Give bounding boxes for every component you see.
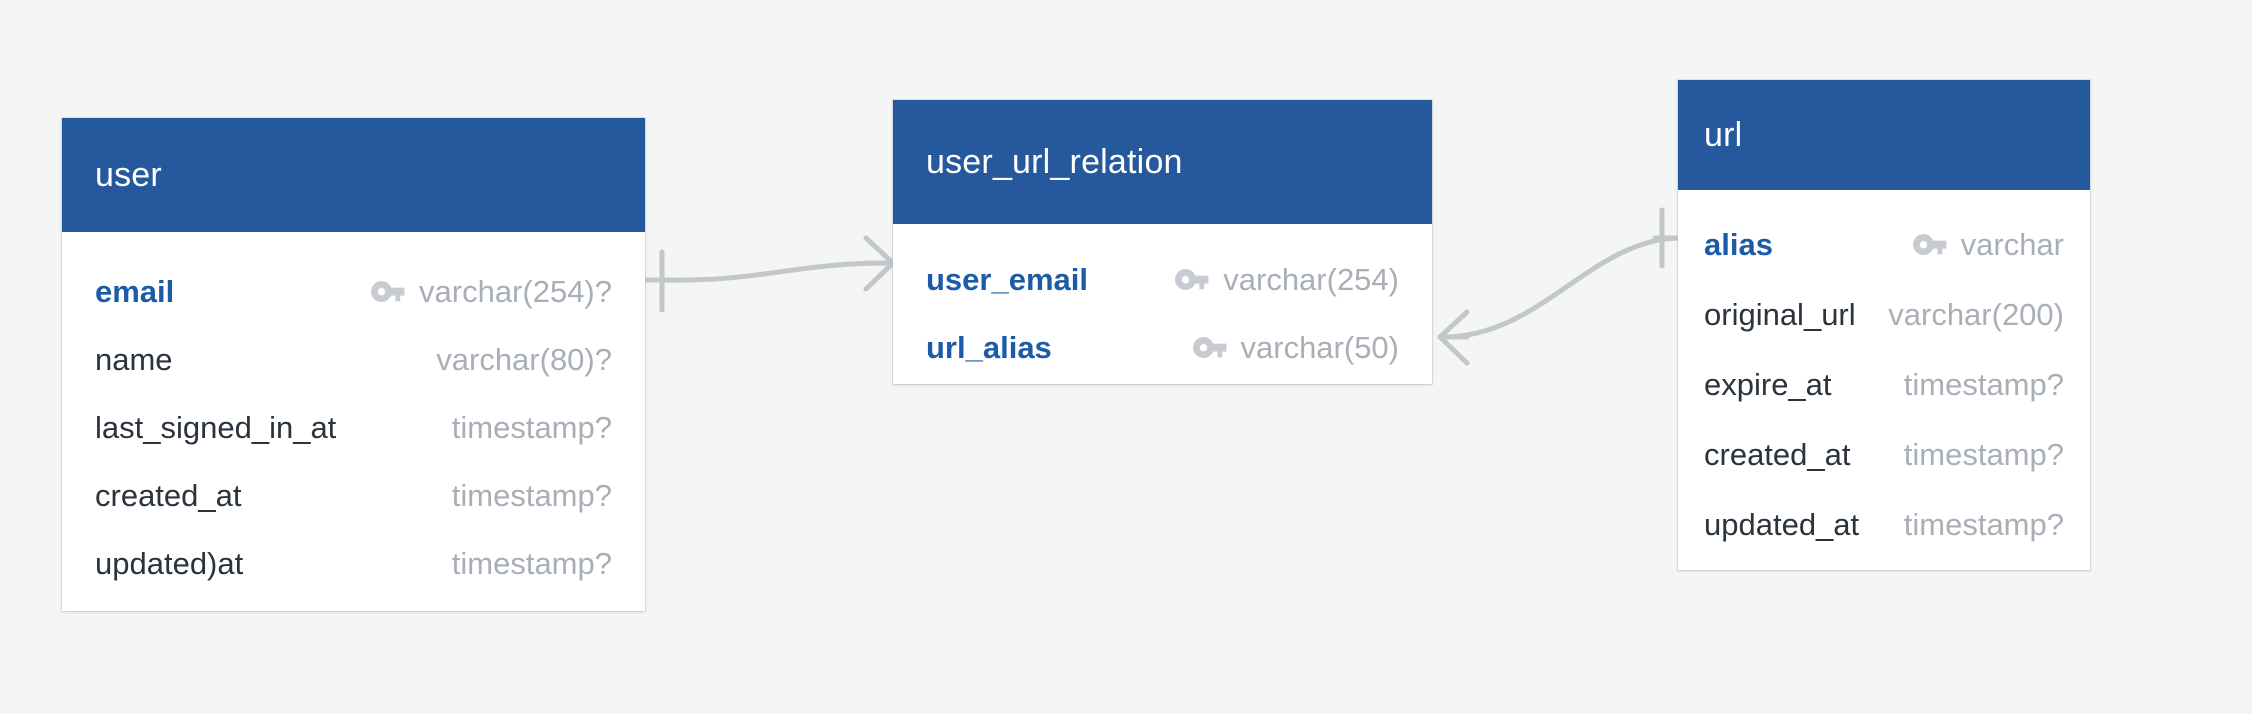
column-name: updated)at <box>95 546 244 581</box>
connector-user_url_relation-to-url <box>1437 207 1681 366</box>
column-meta: varchar(80)? <box>173 342 612 378</box>
column-meta: varchar(254) <box>1088 262 1399 298</box>
table-row[interactable]: updated)at timestamp? <box>95 530 612 598</box>
table-row[interactable]: original_url varchar(200) <box>1704 280 2064 350</box>
column-type: varchar(254)? <box>419 274 612 309</box>
er-table-title-url: url <box>1704 115 1743 154</box>
key-icon <box>1192 337 1227 359</box>
column-name: last_signed_in_at <box>95 410 337 445</box>
column-type: timestamp? <box>451 546 612 581</box>
column-type: varchar(200) <box>1888 297 2064 332</box>
table-row[interactable]: name varchar(80)? <box>95 326 612 394</box>
er-table-columns-user_url_relation: user_email varchar(254) url_alias <box>893 224 1432 412</box>
column-type: timestamp? <box>451 478 612 513</box>
column-name: expire_at <box>1704 367 1832 402</box>
column-name: original_url <box>1704 297 1856 332</box>
column-meta: timestamp? <box>1859 507 2064 543</box>
column-meta: varchar(200) <box>1856 297 2064 333</box>
key-icon <box>1912 234 1947 256</box>
er-table-columns-user: email varchar(254)? name varchar(80)? <box>62 232 645 628</box>
column-meta: timestamp? <box>1832 367 2064 403</box>
connector-user-to-user_url_relation <box>642 235 896 313</box>
column-meta: timestamp? <box>336 410 612 446</box>
column-meta: varchar <box>1773 227 2064 263</box>
column-name: alias <box>1704 227 1773 262</box>
column-meta: timestamp? <box>243 546 612 582</box>
table-row[interactable]: expire_at timestamp? <box>1704 350 2064 420</box>
table-row[interactable]: created_at timestamp? <box>95 462 612 530</box>
column-name: updated_at <box>1704 507 1860 542</box>
er-table-header-user_url_relation[interactable]: user_url_relation <box>893 100 1432 224</box>
column-type: varchar <box>1960 227 2064 262</box>
table-row[interactable]: created_at timestamp? <box>1704 420 2064 490</box>
column-name: url_alias <box>926 330 1052 365</box>
column-name: email <box>95 274 175 309</box>
cardinality-many-crowsfoot <box>863 235 896 292</box>
er-table-header-user[interactable]: user <box>62 118 645 232</box>
key-icon <box>1175 269 1209 291</box>
er-table-user[interactable]: user email varchar(254)? name <box>62 118 645 611</box>
column-type: varchar(80)? <box>436 342 612 377</box>
er-table-user_url_relation[interactable]: user_url_relation user_email varchar(254… <box>893 100 1432 384</box>
column-type: timestamp? <box>1903 507 2064 542</box>
column-meta: varchar(50) <box>1052 330 1399 366</box>
table-row[interactable]: alias varchar <box>1704 210 2064 280</box>
column-type: timestamp? <box>1903 367 2064 402</box>
column-type: timestamp? <box>451 410 612 445</box>
er-table-header-url[interactable]: url <box>1678 80 2090 190</box>
column-meta: timestamp? <box>242 478 612 514</box>
column-meta: varchar(254)? <box>174 274 612 310</box>
column-meta: timestamp? <box>1851 437 2064 473</box>
table-row[interactable]: url_alias varchar(50) <box>926 314 1399 382</box>
column-type: varchar(254) <box>1223 262 1399 297</box>
table-row[interactable]: email varchar(254)? <box>95 258 612 326</box>
er-table-url[interactable]: url alias varchar original_url <box>1678 80 2090 570</box>
column-type: varchar(50) <box>1240 330 1400 365</box>
table-row[interactable]: last_signed_in_at timestamp? <box>95 394 612 462</box>
cardinality-many-crowsfoot <box>1437 309 1470 366</box>
column-name: name <box>95 342 173 377</box>
table-row[interactable]: user_email varchar(254) <box>926 246 1399 314</box>
column-name: created_at <box>1704 437 1851 472</box>
er-table-title-user_url_relation: user_url_relation <box>926 142 1183 181</box>
key-icon <box>371 281 405 303</box>
table-row[interactable]: updated_at timestamp? <box>1704 490 2064 560</box>
er-table-columns-url: alias varchar original_url varchar(200) <box>1678 190 2090 588</box>
column-type: timestamp? <box>1903 437 2064 472</box>
column-name: user_email <box>926 262 1088 297</box>
er-table-title-user: user <box>95 155 162 194</box>
column-name: created_at <box>95 478 242 513</box>
